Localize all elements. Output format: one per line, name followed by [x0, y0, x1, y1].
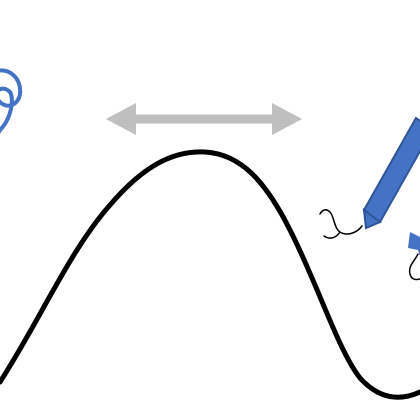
double-headed-arrow-icon — [106, 103, 302, 135]
pen-icon — [362, 116, 420, 230]
tether-string-icon — [319, 209, 363, 239]
bell-curve — [0, 149, 420, 400]
blue-pointer-icon — [408, 232, 420, 256]
loop-squiggle-icon — [0, 68, 23, 134]
right-tether-icon — [408, 253, 420, 281]
